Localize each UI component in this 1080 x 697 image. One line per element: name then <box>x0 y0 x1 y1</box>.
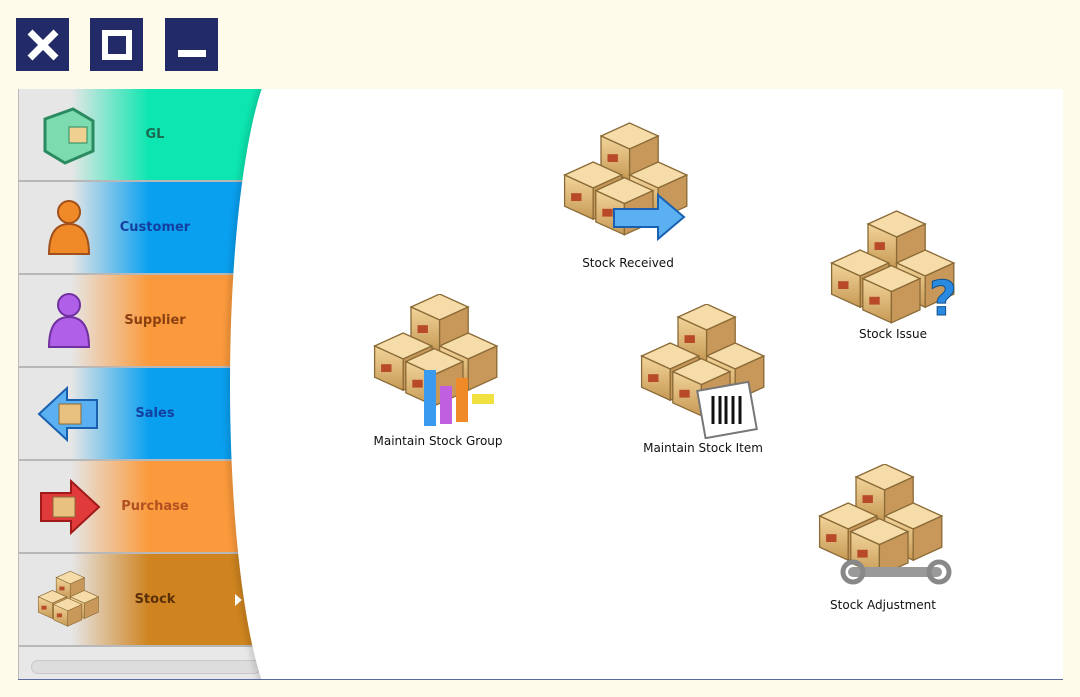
filing-cabinet-icon <box>43 107 95 165</box>
stock-received-item[interactable]: Stock Received <box>558 119 698 270</box>
sales-box-arrow-icon <box>37 385 98 443</box>
selected-arrow-icon <box>235 594 242 606</box>
maintain-stock-item-icon <box>633 304 773 439</box>
close-button[interactable] <box>16 18 69 71</box>
app-panel: GL Customer Supplier Sales Purchase Stoc… <box>18 89 1063 680</box>
boxes-icon <box>37 568 101 632</box>
stock-issue-icon: ? <box>823 207 957 325</box>
sidebar-scrollbar[interactable] <box>31 660 261 674</box>
stock-adjustment-icon <box>813 464 952 585</box>
maintain-stock-item-item[interactable]: Maintain Stock Item <box>623 304 783 455</box>
stock-received-icon <box>558 119 698 242</box>
maximize-button[interactable] <box>90 18 143 71</box>
stock-issue-item[interactable]: ? Stock Issue <box>823 207 963 341</box>
maintain-stock-group-icon <box>368 294 508 426</box>
purchase-box-arrow-icon <box>40 478 101 536</box>
stock-adjustment-item[interactable]: Stock Adjustment <box>813 464 953 612</box>
close-icon <box>27 29 58 60</box>
minimize-icon <box>177 49 206 57</box>
sidebar-item-stock[interactable]: Stock <box>19 554 279 647</box>
minimize-button[interactable] <box>165 18 218 71</box>
user-icon <box>47 293 91 348</box>
user-icon <box>47 200 91 255</box>
svg-text:?: ? <box>929 271 957 325</box>
sidebar-item-gl[interactable]: GL <box>19 89 279 182</box>
maintain-stock-group-item[interactable]: Maintain Stock Group <box>358 294 518 448</box>
maximize-icon <box>101 29 132 60</box>
sidebar-footer <box>19 647 279 679</box>
